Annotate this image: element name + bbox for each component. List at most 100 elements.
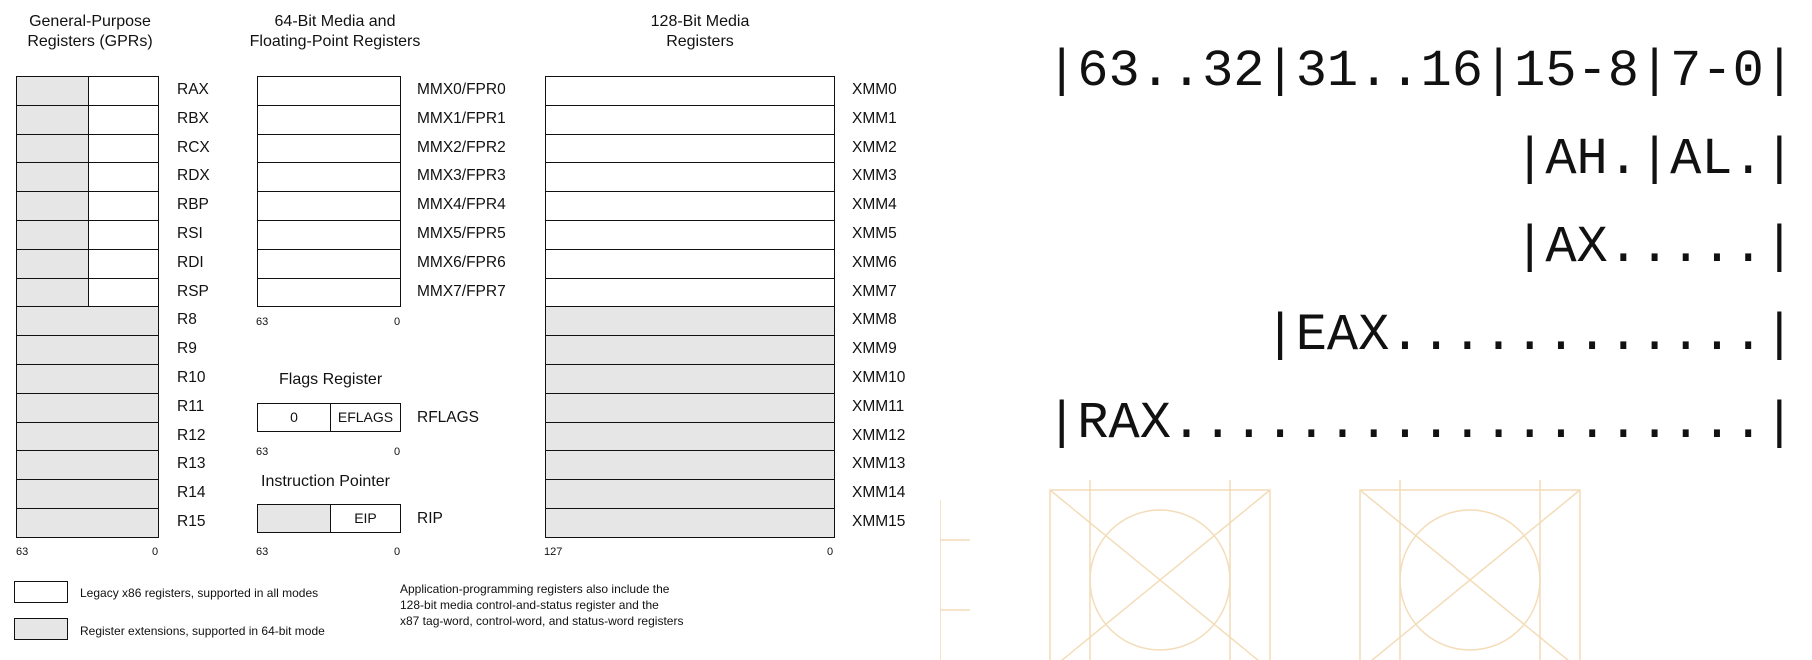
mmx-register bbox=[257, 220, 401, 250]
gpr-register bbox=[16, 392, 159, 423]
legend-note-line: x87 tag-word, control-word, and status-w… bbox=[400, 614, 684, 628]
mmx-register bbox=[257, 104, 401, 135]
gpr-register bbox=[16, 335, 159, 365]
gpr-label: R13 bbox=[177, 455, 206, 473]
gpr-register bbox=[16, 364, 159, 394]
xmm-tick-low: 0 bbox=[827, 546, 834, 558]
rip-eip-field: EIP bbox=[354, 510, 377, 526]
gpr-upper-half bbox=[17, 278, 89, 307]
legend-legacy-text: Legacy x86 registers, supported in all m… bbox=[80, 586, 319, 600]
xmm-register bbox=[545, 133, 835, 164]
xmm-label: XMM8 bbox=[852, 311, 897, 329]
mmx-register bbox=[257, 133, 401, 164]
xmm-header: 128-Bit Media Registers bbox=[600, 12, 800, 52]
mmx-tick-high: 63 bbox=[256, 316, 269, 328]
xmm-label: XMM13 bbox=[852, 455, 906, 473]
legend-note-line: Application-programming registers also i… bbox=[400, 582, 670, 596]
gpr-label: RBX bbox=[177, 109, 209, 127]
xmm-label: XMM0 bbox=[852, 81, 897, 98]
gpr-lower-half bbox=[89, 279, 158, 307]
xmm-label: XMM5 bbox=[852, 225, 897, 242]
legend-extension-swatch bbox=[14, 618, 68, 640]
gpr-lower-half bbox=[89, 77, 158, 105]
flags-title: Flags Register bbox=[279, 371, 383, 388]
gpr-lower-half bbox=[89, 106, 158, 134]
mmx-label: MMX3/FPR3 bbox=[417, 167, 506, 185]
xmm-register bbox=[545, 479, 835, 509]
xmm-label: XMM14 bbox=[852, 484, 906, 502]
mmx-register bbox=[257, 162, 401, 193]
gpr-upper-half bbox=[17, 77, 89, 105]
gpr-tick-high: 63 bbox=[16, 546, 29, 558]
rip-label: RIP bbox=[417, 510, 443, 527]
gpr-register bbox=[16, 104, 159, 135]
mmx-label: MMX7/FPR7 bbox=[417, 282, 506, 300]
xmm-label: XMM9 bbox=[852, 340, 897, 358]
mmx-tick-low: 0 bbox=[394, 316, 401, 328]
xmm-register bbox=[545, 306, 835, 337]
gpr-label: R14 bbox=[177, 484, 206, 502]
xmm-label: XMM11 bbox=[852, 397, 905, 415]
mmx-header-line: 64-Bit Media and bbox=[274, 13, 396, 30]
flags-eflags-field: EFLAGS bbox=[337, 409, 394, 425]
xmm-label: XMM3 bbox=[852, 167, 897, 185]
rax-row: |RAX...................| bbox=[1046, 394, 1795, 453]
mmx-label: MMX0/FPR0 bbox=[417, 81, 506, 98]
watermark-tile-1 bbox=[1049, 480, 1271, 660]
legend-legacy-swatch bbox=[14, 581, 68, 603]
gpr-register bbox=[16, 248, 159, 279]
gpr-register bbox=[16, 277, 159, 308]
gpr-label: R10 bbox=[177, 369, 206, 386]
gpr-upper-half bbox=[17, 221, 89, 249]
gpr-label: R12 bbox=[177, 426, 206, 444]
gpr-register bbox=[16, 450, 159, 481]
mmx-register bbox=[257, 277, 401, 308]
gpr-label: R15 bbox=[177, 513, 206, 530]
bit-ranges-row: |63..32|31..16|15-8|7-0| bbox=[1046, 42, 1795, 101]
watermark-tile-2 bbox=[1359, 480, 1581, 660]
eax-row: |EAX............| bbox=[1264, 306, 1796, 365]
xmm-label: XMM7 bbox=[852, 282, 897, 300]
gpr-upper-half bbox=[17, 192, 89, 220]
legend-note-line: 128-bit media control-and-status registe… bbox=[400, 598, 659, 612]
xmm-register bbox=[545, 76, 835, 106]
gpr-register bbox=[16, 479, 159, 509]
xmm-register bbox=[545, 191, 835, 221]
gpr-tick-low: 0 bbox=[152, 546, 159, 558]
gpr-label: RDX bbox=[177, 167, 210, 185]
ip-title: Instruction Pointer bbox=[261, 473, 390, 490]
gpr-label: RSP bbox=[177, 282, 209, 300]
gpr-label: R8 bbox=[177, 311, 197, 329]
xmm-label: XMM4 bbox=[852, 196, 897, 214]
flags-zero-field: 0 bbox=[258, 404, 331, 431]
xmm-register bbox=[545, 220, 835, 250]
gpr-register bbox=[16, 133, 159, 164]
mmx-label: MMX4/FPR4 bbox=[417, 196, 506, 214]
rip-register: EIP bbox=[257, 504, 401, 533]
gpr-upper-half bbox=[17, 105, 89, 134]
ah-al-row: |AH.|AL.| bbox=[1514, 130, 1795, 189]
gpr-label: RCX bbox=[177, 138, 210, 156]
legend-extension-text: Register extensions, supported in 64-bit… bbox=[80, 624, 325, 638]
xmm-register bbox=[545, 392, 835, 423]
xmm-register bbox=[545, 277, 835, 308]
gpr-header-line: General-Purpose bbox=[29, 13, 151, 30]
xmm-header-line: Registers bbox=[666, 33, 734, 50]
xmm-register bbox=[545, 335, 835, 365]
xmm-label: XMM1 bbox=[852, 109, 897, 127]
xmm-register bbox=[545, 162, 835, 193]
rip-high-field bbox=[258, 505, 331, 532]
gpr-register bbox=[16, 76, 159, 106]
register-diagram: General-Purpose Registers (GPRs) 64-Bit … bbox=[14, 12, 906, 640]
xmm-label: XMM6 bbox=[852, 253, 897, 271]
mmx-label: MMX1/FPR1 bbox=[417, 109, 506, 127]
flags-register: 0 EFLAGS bbox=[257, 403, 401, 432]
xmm-label: XMM15 bbox=[852, 513, 906, 530]
gpr-header-line: Registers (GPRs) bbox=[27, 33, 153, 50]
gpr-label: RAX bbox=[177, 81, 209, 98]
mmx-label: MMX5/FPR5 bbox=[417, 225, 506, 242]
rip-tick-high: 63 bbox=[256, 546, 269, 558]
xmm-header-line: 128-Bit Media bbox=[650, 13, 750, 30]
gpr-upper-half bbox=[17, 163, 89, 192]
mmx-label: MMX2/FPR2 bbox=[417, 138, 506, 156]
